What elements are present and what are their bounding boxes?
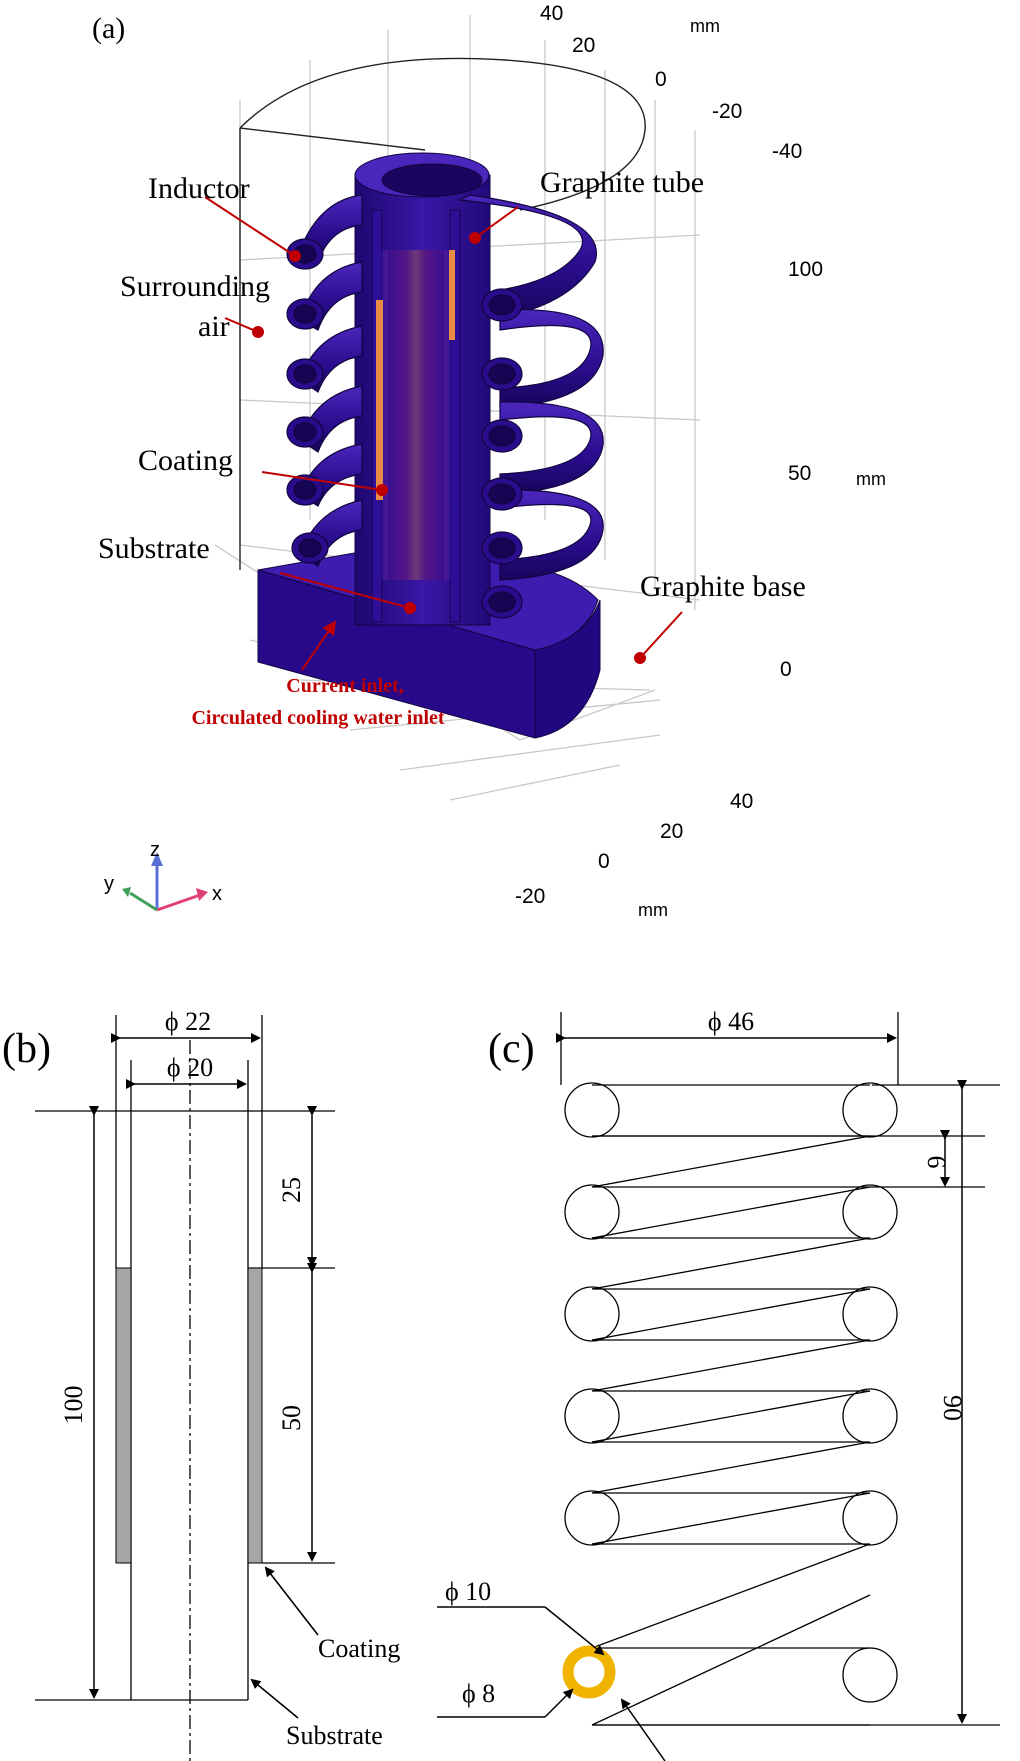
panel-a-callouts	[204, 196, 683, 671]
z-tick-0: 100	[788, 258, 823, 281]
inductor-coil-right-ends	[481, 288, 523, 619]
label-coating: Coating	[138, 444, 233, 477]
panel-b: (b) ϕ 22 ϕ 20	[2, 1007, 400, 1761]
triad-y: y	[104, 873, 114, 895]
coil-drawing	[560, 1012, 1000, 1726]
dim-d20: ϕ 20	[167, 1053, 213, 1082]
triad-x: x	[212, 883, 222, 905]
dim-d22: ϕ 22	[165, 1007, 211, 1036]
bottom-unit: mm	[638, 900, 668, 920]
label-graphite-base: Graphite base	[640, 570, 806, 603]
label-graphite-tube: Graphite tube	[540, 166, 704, 199]
top-tick-4: -40	[772, 140, 802, 163]
panel-c-label: (c)	[488, 1026, 535, 1072]
coating-left	[115, 1267, 132, 1564]
panel-c: (c)	[437, 1007, 1000, 1761]
label-inlet-2: Circulated cooling water inlet	[191, 707, 444, 729]
dim-6: 6	[922, 1156, 951, 1169]
bottom-tick-1: 20	[660, 820, 683, 843]
inductor-coil-left-ends	[286, 238, 329, 564]
dim-100: 100	[59, 1386, 88, 1425]
bottom-tick-2: 0	[598, 850, 610, 873]
z-tick-2: 0	[780, 658, 792, 681]
coating-hot-region	[376, 250, 455, 580]
dim-d10: ϕ 10	[445, 1577, 491, 1606]
panel-b-label: (b)	[2, 1026, 51, 1072]
dim-90: 90	[938, 1395, 967, 1421]
label-b-substrate: Substrate	[286, 1721, 383, 1750]
z-tick-1: 50	[788, 462, 811, 485]
panel-b-leaders	[250, 1566, 319, 1719]
dim-d46: ϕ 46	[708, 1007, 754, 1036]
label-surrounding-air-1: Surrounding	[120, 270, 270, 303]
bottom-tick-0: 40	[730, 790, 753, 813]
top-tick-0: 40	[540, 2, 563, 25]
coating-right	[247, 1267, 263, 1564]
z-unit: mm	[856, 469, 886, 489]
dim-d8: ϕ 8	[462, 1679, 495, 1708]
top-tick-1: 20	[572, 34, 595, 57]
dim-50: 50	[277, 1405, 306, 1431]
tube-cross-section	[562, 1645, 616, 1699]
top-unit: mm	[690, 16, 720, 36]
top-tick-2: 0	[655, 68, 667, 91]
label-inductor: Inductor	[148, 172, 250, 205]
bottom-tick-3: -20	[515, 885, 545, 908]
panel-a-label: (a)	[92, 12, 125, 45]
panel-a: (a)	[92, 2, 886, 920]
axis-triad: z y x	[104, 839, 222, 912]
label-substrate: Substrate	[98, 532, 210, 565]
dim-25: 25	[277, 1177, 306, 1203]
surrounding-air-domain	[239, 57, 646, 570]
label-surrounding-air-2: air	[198, 310, 230, 343]
panel-c-dimensions	[437, 1033, 967, 1761]
triad-z: z	[150, 839, 160, 861]
label-inlet-1: Current inlet,	[286, 675, 403, 697]
panel-b-dimensions	[89, 1033, 317, 1699]
top-tick-3: -20	[712, 100, 742, 123]
label-b-coating: Coating	[318, 1634, 400, 1663]
